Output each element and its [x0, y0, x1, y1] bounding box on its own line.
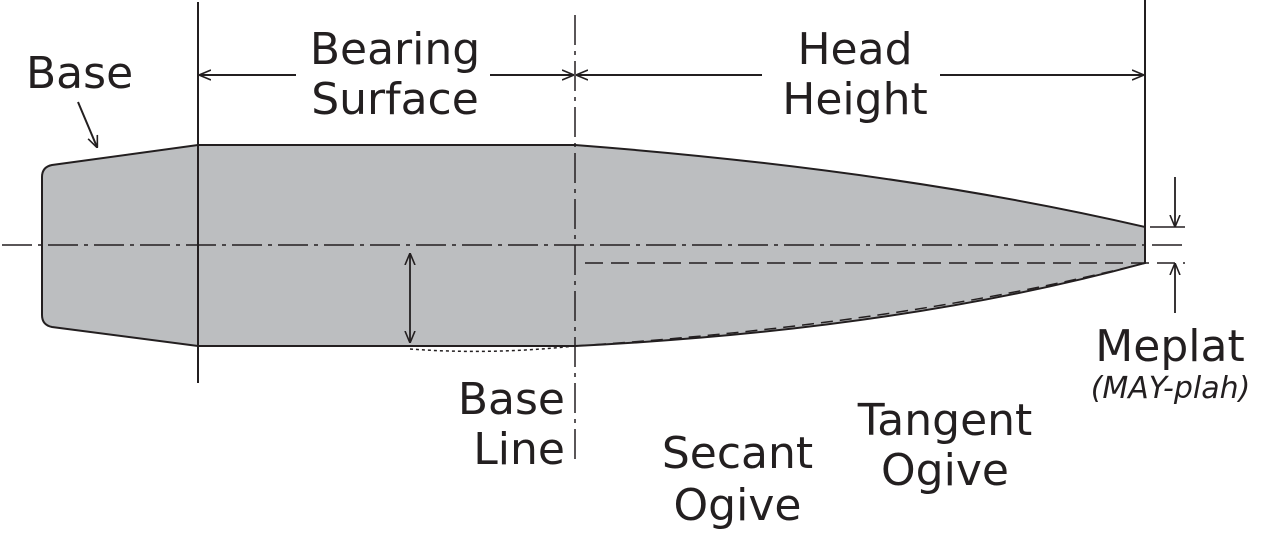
label-tangent-ogive-line1: Tangent [857, 395, 1033, 446]
label-secant-ogive: Secant Ogive [645, 428, 830, 532]
label-tangent-ogive-line2: Ogive [881, 445, 1009, 496]
base-pointer-arrow [77, 101, 97, 147]
label-base-line: Base Line [440, 375, 565, 475]
label-meplat-pronunciation: (MAY-plah) [1090, 371, 1251, 406]
tangent-ogive-extension [409, 345, 576, 353]
label-secant-ogive-line2: Ogive [673, 480, 802, 531]
label-base-line-line1: Base [457, 374, 565, 425]
label-base: Base [26, 48, 134, 99]
label-bearing-surface: Bearing Surface [300, 25, 490, 125]
label-head-height: Head Height [760, 25, 950, 125]
label-base-line-line2: Line [473, 424, 565, 475]
label-tangent-ogive: Tangent Ogive [845, 396, 1045, 496]
label-meplat: Meplat [1095, 321, 1245, 372]
label-head-height-line2: Height [782, 74, 928, 125]
label-bearing-surface-line2: Surface [311, 74, 479, 125]
label-head-height-line1: Head [797, 24, 913, 75]
label-bearing-surface-line1: Bearing [309, 24, 481, 75]
label-secant-ogive-line1: Secant [661, 428, 814, 479]
secant-ogive-outline [574, 262, 1146, 347]
